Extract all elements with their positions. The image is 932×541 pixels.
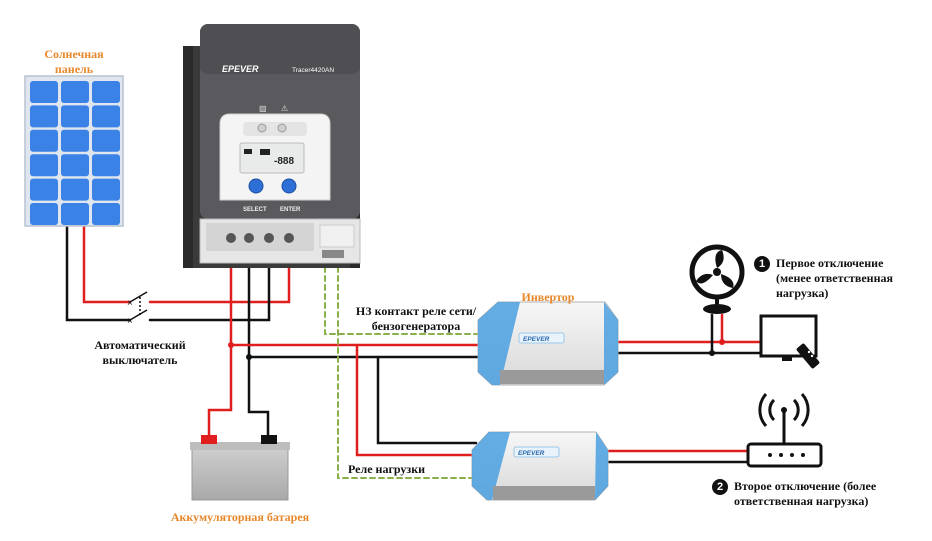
solar-panel-label: Солнечная панель bbox=[44, 47, 104, 76]
solar-cell bbox=[30, 81, 58, 103]
first-cutoff-label: Первое отключение (менее ответственная н… bbox=[776, 256, 893, 300]
svg-text:▨: ▨ bbox=[259, 104, 267, 113]
fan-icon bbox=[689, 244, 745, 314]
solar-cell bbox=[61, 81, 89, 103]
controller-model: Tracer4420AN bbox=[292, 67, 334, 74]
solar-cell bbox=[92, 105, 120, 128]
junction-dot bbox=[719, 339, 725, 345]
solar-cell bbox=[30, 105, 58, 128]
solar-positive-wire bbox=[82, 224, 132, 304]
select-button[interactable] bbox=[248, 178, 264, 194]
load-relay-label: Реле нагрузки bbox=[348, 462, 426, 476]
breaker-label: Автоматический выключатель bbox=[94, 338, 186, 367]
junction-dot bbox=[709, 350, 715, 356]
inverter2-negative-wire bbox=[376, 355, 478, 445]
inverter2-brand: EPEVER bbox=[518, 450, 545, 457]
solar-cell bbox=[92, 178, 120, 201]
nc-relay-wire bbox=[324, 257, 481, 335]
solar-cell bbox=[92, 129, 120, 152]
solar-cell bbox=[92, 203, 120, 225]
circuit-breaker-icon: × × bbox=[127, 291, 148, 327]
solar-cell bbox=[92, 81, 120, 103]
controller-brand: EPEVER bbox=[222, 64, 259, 74]
solar-cell bbox=[30, 203, 58, 225]
solar-cell bbox=[61, 154, 89, 177]
solar-cell bbox=[61, 105, 89, 128]
solar-cell bbox=[92, 154, 120, 177]
nc-contact-label: НЗ контакт реле сети/бензогенератора bbox=[355, 304, 477, 333]
wires bbox=[65, 224, 762, 479]
enter-label: ENTER bbox=[280, 207, 301, 213]
second-cutoff-badge: 2 bbox=[712, 479, 728, 495]
solar-cell bbox=[30, 154, 58, 177]
router-icon bbox=[746, 393, 823, 468]
first-cutoff-badge: 1 bbox=[754, 256, 770, 272]
battery-positive-wire bbox=[207, 230, 233, 438]
inverter-top bbox=[477, 301, 619, 386]
load-relay-wire bbox=[337, 257, 475, 479]
solar-cell bbox=[61, 129, 89, 152]
second-cutoff-label: Второе отключение (более ответственная н… bbox=[734, 479, 877, 508]
inverter-label: Инвертор bbox=[521, 290, 575, 304]
inverter2-positive-wire bbox=[355, 343, 478, 457]
solar-cell bbox=[61, 178, 89, 201]
controller-lcd bbox=[239, 142, 305, 174]
junction-dot bbox=[246, 354, 252, 360]
junction-dot bbox=[228, 342, 234, 348]
battery-negative-wire bbox=[247, 230, 270, 438]
battery-icon bbox=[190, 435, 290, 501]
battery-label: Аккумуляторная батарея bbox=[170, 510, 310, 524]
charge-controller: ▨ ⚠ bbox=[183, 24, 361, 268]
solar-negative-wire bbox=[65, 224, 132, 322]
tv-icon bbox=[759, 314, 818, 361]
svg-text:×: × bbox=[127, 298, 133, 309]
inverter-bottom bbox=[471, 431, 609, 501]
solar-panel-icon bbox=[24, 75, 124, 227]
enter-button[interactable] bbox=[281, 178, 297, 194]
inverter1-brand: EPEVER bbox=[523, 336, 550, 343]
remote-icon bbox=[796, 343, 820, 369]
svg-text:⚠: ⚠ bbox=[281, 104, 288, 113]
select-label: SELECT bbox=[243, 207, 267, 213]
solar-cell bbox=[61, 203, 89, 225]
lcd-digits: -888 bbox=[274, 156, 294, 167]
svg-text:×: × bbox=[127, 316, 133, 327]
solar-cell bbox=[30, 178, 58, 201]
solar-cell bbox=[30, 129, 58, 152]
